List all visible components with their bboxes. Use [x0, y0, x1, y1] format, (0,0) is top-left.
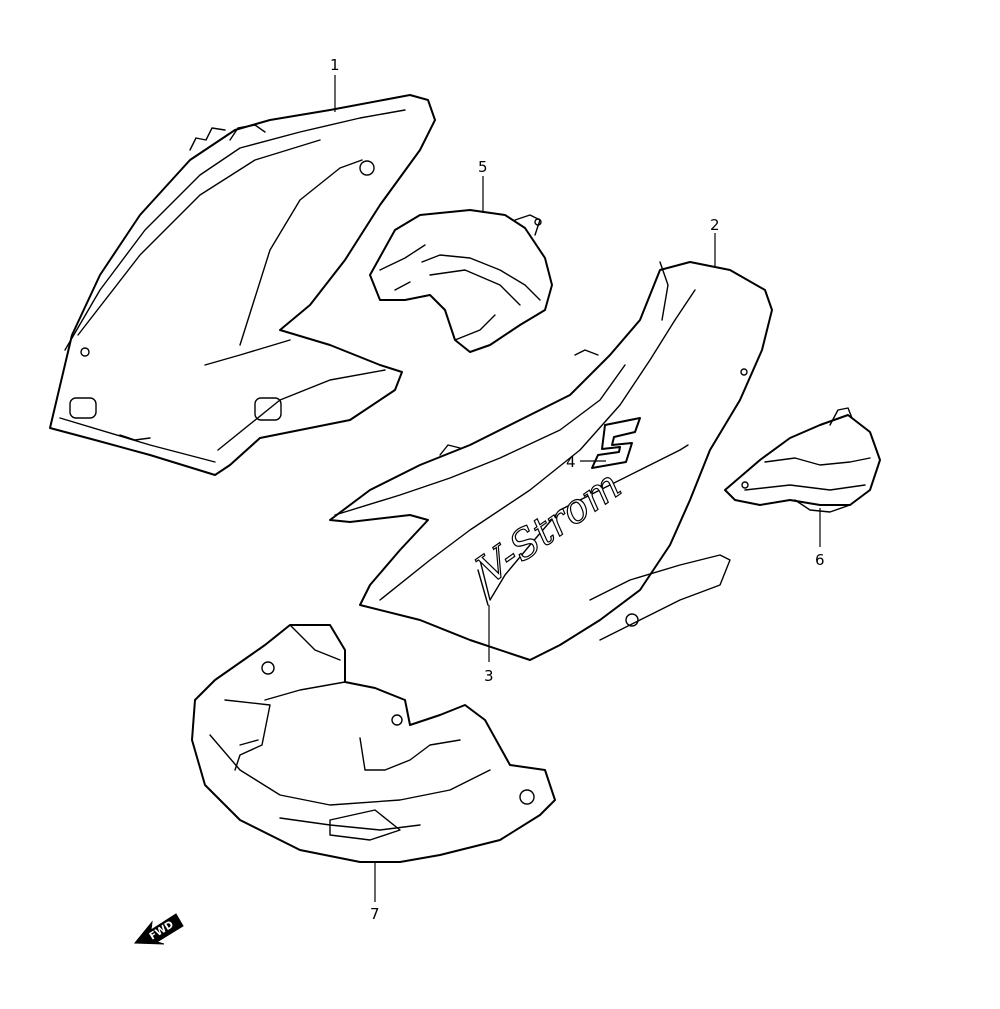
part-7-under-cowling [191, 624, 556, 863]
forward-arrow-icon [133, 913, 184, 945]
callout-6: 6 [815, 551, 825, 569]
part-1-side-cowling-left [49, 94, 436, 476]
callout-4: 4 [566, 453, 576, 471]
part-4-emblem [591, 417, 641, 469]
part-5-inner-panel-upper [369, 209, 553, 353]
part-2-side-cowling-right [329, 261, 773, 661]
callout-labels: 1 2 3 4 5 6 7 [330, 56, 825, 923]
callout-7: 7 [370, 905, 380, 923]
callout-3: 3 [484, 667, 494, 685]
forward-direction-indicator: FWD [133, 913, 184, 945]
callout-1: 1 [330, 56, 340, 74]
leader-lines [334, 75, 821, 902]
callout-2: 2 [710, 216, 720, 234]
callout-5: 5 [478, 158, 488, 176]
part-6-inner-panel-small [724, 407, 881, 513]
